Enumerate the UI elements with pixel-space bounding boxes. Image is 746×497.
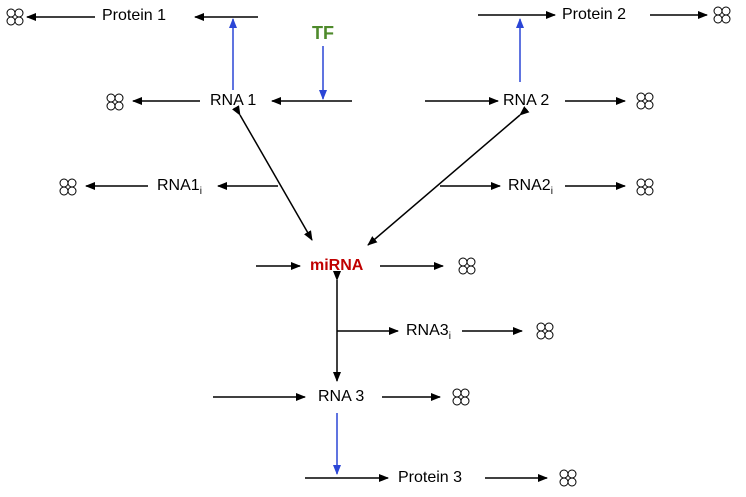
node-protein1: Protein 1 [102,6,166,26]
degradation-icon [452,388,470,406]
node-rna1i: RNA1i [157,176,202,202]
rna1i-label: RNA1 [157,177,200,194]
degradation-icon [636,92,654,110]
node-protein2: Protein 2 [562,5,626,25]
rna1-label: RNA 1 [210,92,257,109]
node-protein3: Protein 3 [398,468,462,488]
protein2-label: Protein 2 [562,6,627,23]
interaction-rna2-mirna [367,106,530,246]
degradation-icon [106,93,124,111]
rna2-label: RNA 2 [503,92,550,109]
rna2i-label: RNA2 [508,177,551,194]
degradation-icon [59,178,77,196]
mirna-label: miRNA [310,257,364,274]
protein1-label: Protein 1 [102,7,167,24]
node-rna3: RNA 3 [318,387,364,407]
protein3-label: Protein 3 [398,469,463,486]
rna3-label: RNA 3 [318,388,365,405]
node-rna3i: RNA3i [406,321,451,347]
rna3i-label: RNA3 [406,322,449,339]
degradation-icon [636,178,654,196]
degradation-icon [6,8,24,26]
node-rna2: RNA 2 [503,91,549,111]
rna1i-subscript: i [199,186,202,198]
interaction-rna1-mirna [232,105,313,241]
node-tf: TF [312,23,334,43]
node-rna2i: RNA2i [508,176,553,202]
degradation-icon [536,322,554,340]
degradation-icon [559,469,577,487]
node-mirna: miRNA [310,256,363,276]
node-rna1: RNA 1 [210,91,256,111]
degradation-icon [713,6,731,24]
tf-label: TF [312,23,334,43]
rna3i-subscript: i [448,331,451,343]
rna2i-subscript: i [550,186,553,198]
degradation-icon [458,257,476,275]
